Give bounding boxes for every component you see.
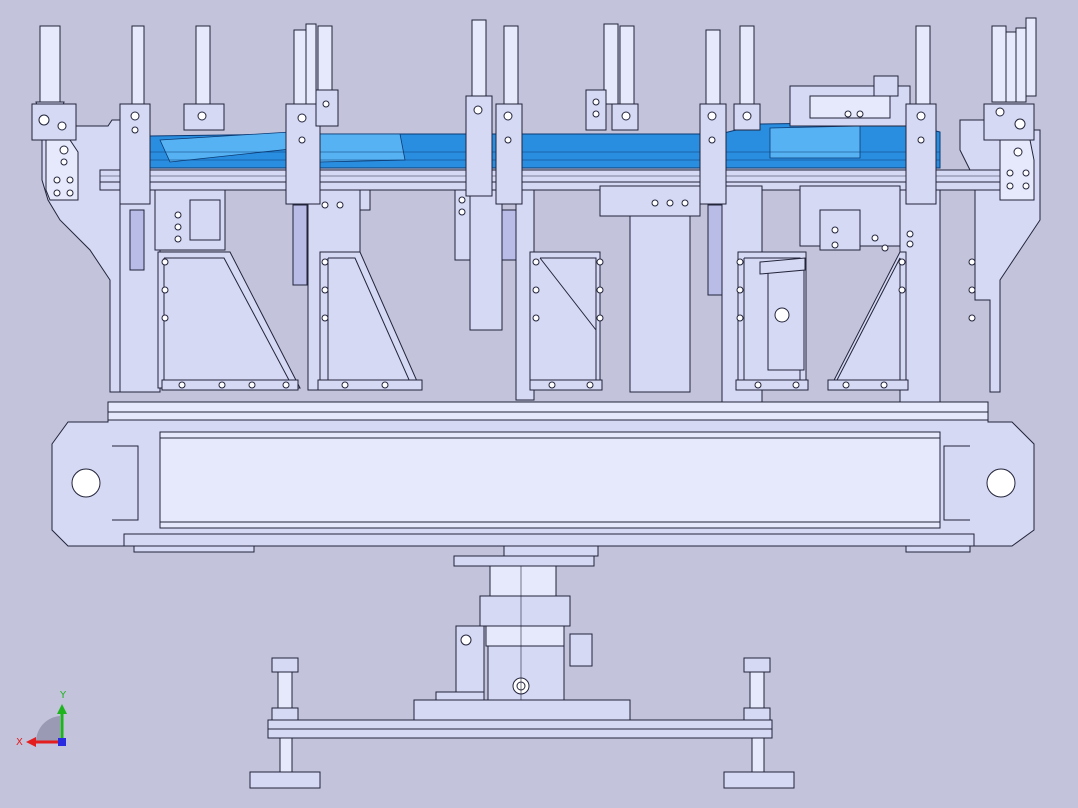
bottom-plate xyxy=(249,657,795,789)
left-lifting-hole xyxy=(71,468,101,498)
clamp-unit-left-end xyxy=(31,103,77,141)
right-lifting-hole xyxy=(986,468,1016,498)
clamp-unit-4 xyxy=(585,89,639,131)
clamp-pins xyxy=(35,17,1037,117)
y-axis-arrowhead xyxy=(57,704,67,714)
y-axis-label: Y xyxy=(59,690,67,701)
z-axis-marker xyxy=(58,738,66,746)
pedestal xyxy=(413,555,631,721)
clamp-unit-2 xyxy=(285,89,339,205)
clamp-unit-5 xyxy=(699,103,761,205)
clamp-unit-right-end xyxy=(983,103,1035,141)
x-axis-label: X xyxy=(16,737,23,748)
clamp-unit-1 xyxy=(119,103,225,205)
base-beam xyxy=(51,401,1035,557)
triad-quadrant xyxy=(35,716,60,742)
x-axis-arrowhead xyxy=(26,737,36,747)
workpiece-blue-part xyxy=(149,121,941,169)
clamp-units xyxy=(31,75,1035,205)
orientation-triad[interactable]: Y X xyxy=(16,690,67,748)
clamp-unit-6 xyxy=(789,75,937,205)
clamp-unit-3 xyxy=(465,95,523,205)
gusset-brackets xyxy=(157,251,909,391)
